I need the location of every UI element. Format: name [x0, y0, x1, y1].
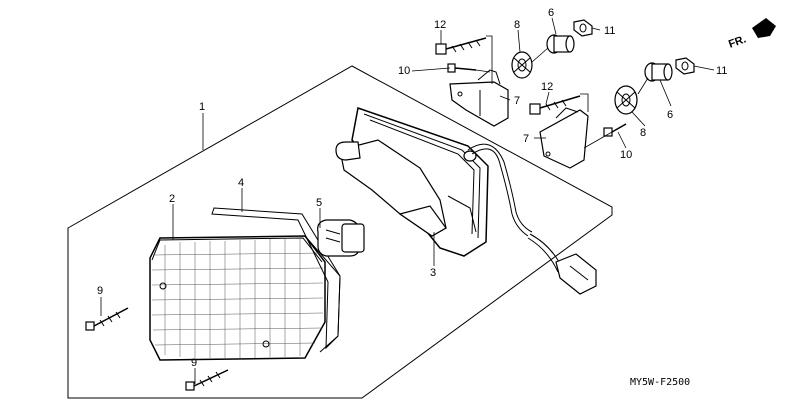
callout-6-upper: 6	[548, 7, 554, 19]
collar-lower	[644, 62, 673, 82]
callout-5: 5	[316, 197, 322, 209]
callout-labels: 1 2 3 4 5 6 6 7 7 8 8 9 9 10 10 11 11 12…	[97, 7, 727, 369]
callout-9-lower: 9	[191, 357, 197, 369]
callout-8-lower: 8	[640, 127, 646, 139]
mount-bracket-upper	[449, 69, 509, 127]
bolt-lower	[529, 95, 581, 115]
front-direction-label: FR.	[727, 33, 748, 50]
lens-screw-lower	[185, 369, 229, 391]
screw-upper	[447, 63, 477, 73]
grommet-upper	[511, 51, 533, 79]
callout-10-lower: 10	[620, 149, 632, 161]
bulb	[317, 219, 365, 257]
collar-upper	[546, 34, 575, 54]
callout-6-lower: 6	[667, 109, 673, 121]
bolt-upper	[435, 37, 487, 55]
nut-lower	[675, 57, 695, 75]
callout-8-upper: 8	[514, 19, 520, 31]
callout-1: 1	[199, 101, 205, 113]
nut-upper	[573, 19, 593, 37]
callout-2: 2	[169, 193, 175, 205]
drawing-code: MY5W-F2500	[630, 377, 690, 388]
lens-gasket	[211, 207, 341, 350]
callout-9-upper: 9	[97, 285, 103, 297]
callout-4: 4	[238, 177, 244, 189]
taillight-lens	[149, 235, 326, 361]
callout-12-lower: 12	[541, 81, 553, 93]
callout-11-lower: 11	[716, 65, 727, 77]
callout-11-upper: 11	[604, 25, 615, 37]
wire-harness-connector	[467, 143, 597, 295]
assembly-outline	[67, 65, 613, 399]
callout-10-upper: 10	[398, 65, 410, 77]
callout-7-upper: 7	[514, 95, 520, 107]
callout-7-lower: 7	[523, 133, 529, 145]
lens-screw-upper	[85, 307, 129, 331]
mount-bracket-lower	[539, 107, 589, 169]
leader-lines	[100, 17, 715, 384]
alignment-lines	[475, 35, 649, 149]
front-direction-arrow	[752, 18, 776, 38]
callout-3: 3	[430, 267, 436, 279]
callout-12-upper: 12	[434, 19, 446, 31]
taillight-housing	[335, 107, 489, 257]
grommet-lower	[614, 85, 638, 115]
